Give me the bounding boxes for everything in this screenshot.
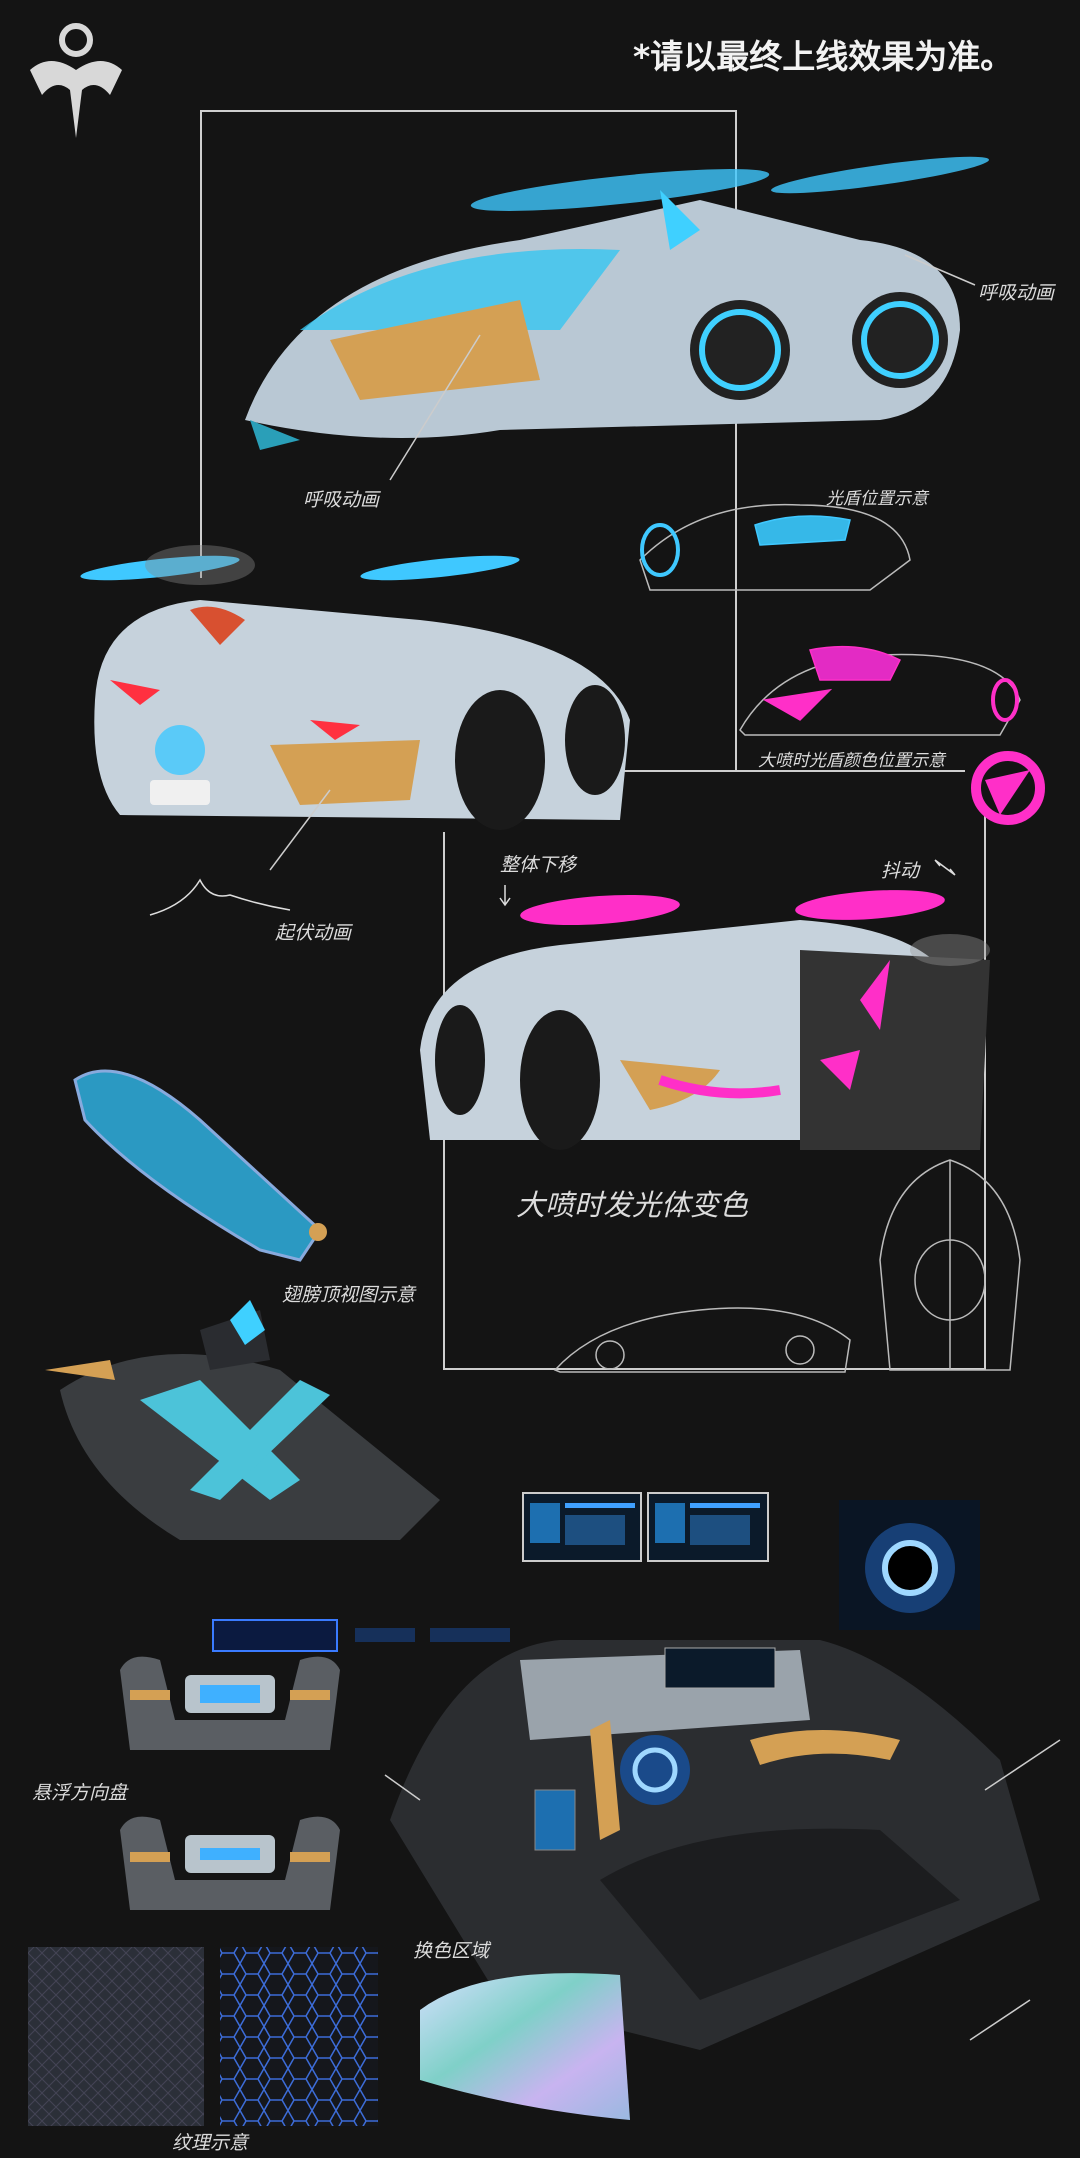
label-breathing-animation: 呼吸动画 xyxy=(303,489,380,511)
label-shake: 抖动 xyxy=(881,860,920,882)
speaker-glow xyxy=(839,1500,980,1630)
frame-line xyxy=(200,110,736,112)
shake-arrows-icon xyxy=(934,859,956,876)
label-boost-shield-color: 大喷时光盾颜色位置示意 xyxy=(758,751,945,771)
boost-logo-icon xyxy=(971,751,1045,825)
label-boost-glow-color: 大喷时发光体变色 xyxy=(516,1188,749,1222)
frame-line xyxy=(735,110,737,772)
texture-sample-hex xyxy=(220,1947,378,2126)
undulate-squiggle-icon xyxy=(149,878,291,916)
steering-wheel-render-alt xyxy=(120,1816,340,1910)
car-front-render xyxy=(80,545,631,830)
label-breathing-animation: 呼吸动画 xyxy=(978,282,1055,304)
brand-logo-icon xyxy=(30,23,122,138)
car-outline-shield xyxy=(639,503,911,591)
frame-line xyxy=(605,770,965,772)
wing-top-view xyxy=(73,1069,327,1262)
label-wing-top-view: 翅膀顶视图示意 xyxy=(282,1284,416,1306)
color-change-panel xyxy=(420,1973,630,2120)
label-undulate-animation: 起伏动画 xyxy=(275,922,352,944)
car-boost-render xyxy=(420,890,990,1150)
callout-line xyxy=(904,254,976,286)
texture-sample-carbon xyxy=(28,1947,204,2126)
label-floating-wheel: 悬浮方向盘 xyxy=(32,1782,128,1804)
texture-pattern-hex xyxy=(220,1947,378,2126)
steering-wheel-render xyxy=(120,1656,340,1750)
dashboard-screens xyxy=(212,1492,769,1652)
label-texture: 纹理示意 xyxy=(172,2132,249,2154)
seat-render xyxy=(45,1300,440,1540)
label-shield-position: 光盾位置示意 xyxy=(826,489,928,509)
frame-line xyxy=(984,812,986,1369)
arrow-down-icon xyxy=(499,885,511,907)
cockpit-render xyxy=(384,1640,1061,2050)
notice-text: *请以最终上线效果为准。 xyxy=(633,37,1014,76)
car-top-render xyxy=(245,156,989,450)
car-outline-top-view xyxy=(879,1159,1021,1371)
callout-line xyxy=(389,334,481,481)
label-move-down: 整体下移 xyxy=(500,854,577,876)
car-outline-side-view xyxy=(553,1307,851,1373)
frame-line xyxy=(200,110,202,578)
texture-pattern-carbon xyxy=(28,1947,204,2126)
frame-line xyxy=(443,832,445,1369)
car-outline-boost xyxy=(739,645,1021,736)
label-color-change-area: 换色区域 xyxy=(413,1940,490,1962)
frame-line xyxy=(443,1368,986,1370)
callout-line xyxy=(269,789,331,871)
